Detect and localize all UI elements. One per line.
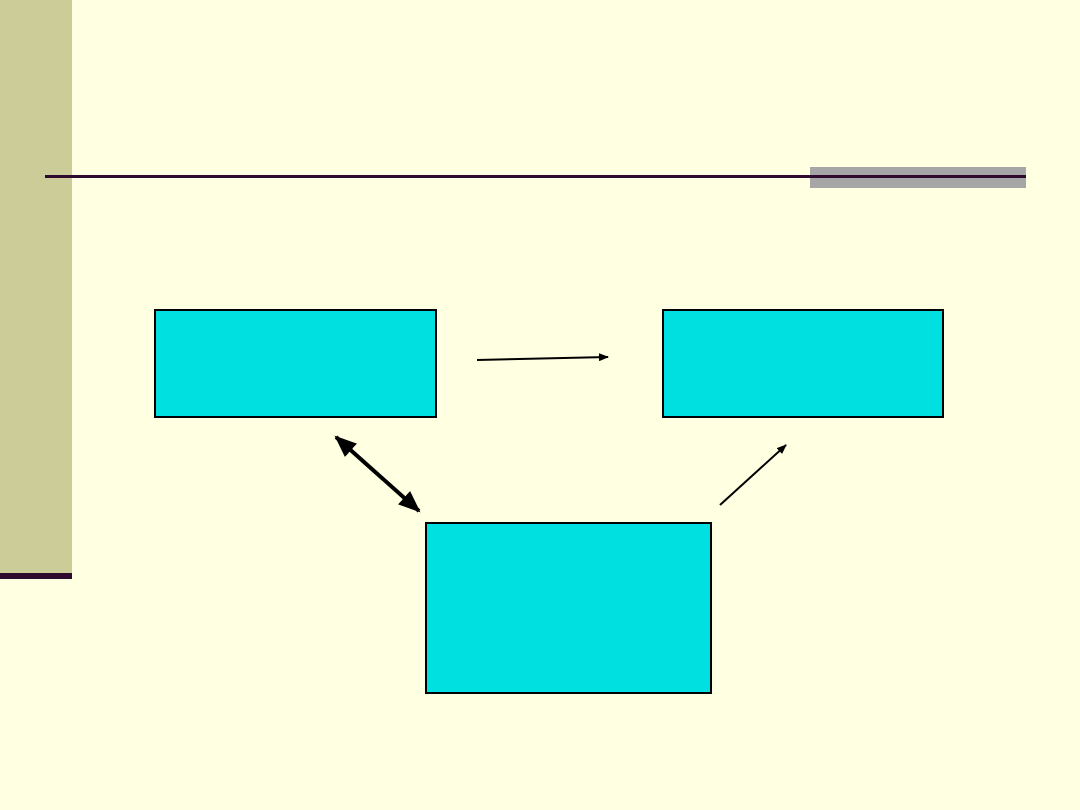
diagram-box-top-left-label (156, 311, 435, 321)
diagram-box-bottom-label (427, 524, 710, 534)
arrow-top-left-bottom-bidirectional (334, 435, 421, 513)
diagram-box-top-right (662, 309, 944, 418)
title-accent-rule (810, 175, 1026, 178)
title-divider-line (45, 175, 1026, 178)
diagram-box-top-right-label (664, 311, 942, 321)
arrow-bottom-to-top-right (719, 444, 787, 506)
slide-title (110, 90, 990, 150)
left-accent-rule (0, 573, 72, 579)
left-accent-band (0, 0, 72, 573)
arrow-top-left-to-top-right (476, 353, 609, 362)
diagram-box-top-left (154, 309, 437, 418)
diagram-box-bottom (425, 522, 712, 694)
